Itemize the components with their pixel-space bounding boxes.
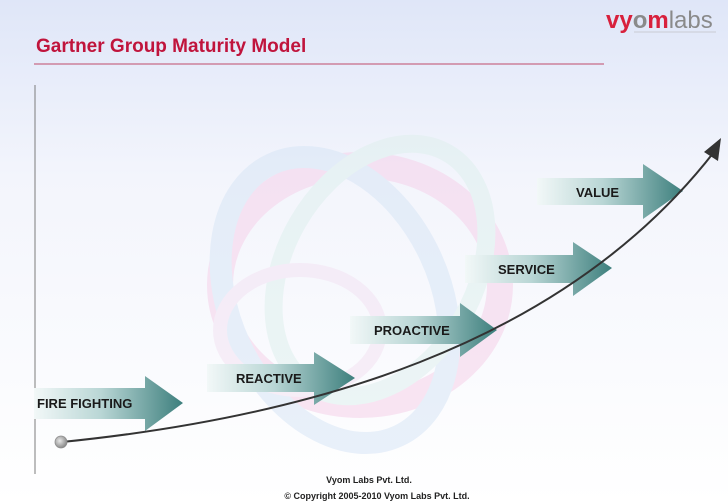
page-title: Gartner Group Maturity Model [36,36,306,57]
vyom-labs-logo: vyomlabs [606,7,716,34]
logo-text: vyomlabs [606,7,713,34]
stage-label-value: VALUE [576,185,619,200]
stage-arrow-fire-fighting: FIRE FIGHTING [34,376,183,431]
growth-curve [61,151,715,443]
logo-part-labs: labs [669,7,713,34]
logo-part-o: o [633,7,648,34]
stage-arrow-service: SERVICE [465,242,612,296]
footer-copyright: © Copyright 2005-2010 Vyom Labs Pvt. Ltd… [284,491,469,501]
stage-label-service: SERVICE [498,262,555,277]
stage-arrow-proactive: PROACTIVE [350,303,497,357]
footer-company: Vyom Labs Pvt. Ltd. [326,475,412,485]
curve-start-dot [54,435,68,449]
logo-part-m: m [647,7,668,34]
stage-label-fire-fighting: FIRE FIGHTING [37,396,132,411]
stage-arrow-value: VALUE [537,164,683,219]
stage-label-reactive: REACTIVE [236,371,302,386]
stage-label-proactive: PROACTIVE [374,323,450,338]
logo-part-vy: vy [606,7,633,34]
growth-curve-arrowhead [704,138,721,161]
stage-arrow-reactive: REACTIVE [207,352,355,405]
